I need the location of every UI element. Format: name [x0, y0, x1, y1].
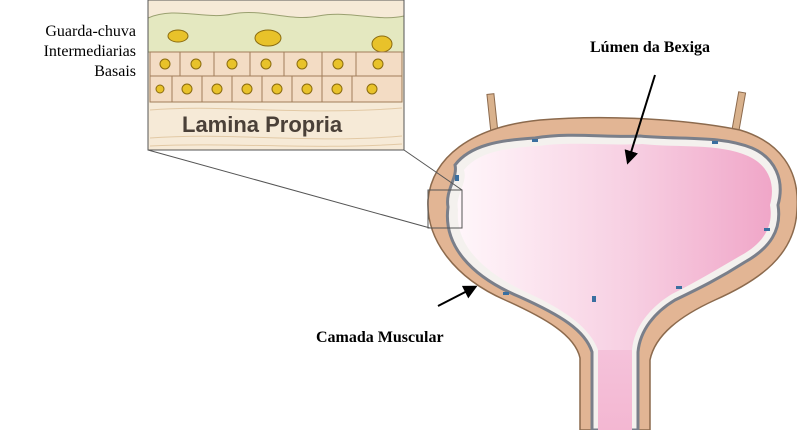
basal-label: Basais — [94, 63, 136, 80]
lamina-propria-label: Lamina Propria — [182, 112, 343, 137]
muscle-label: Camada Muscular — [316, 329, 444, 346]
umbrella-nucleus — [255, 30, 281, 46]
intermediate-basal-cells — [150, 52, 402, 102]
umbrella-nucleus — [168, 30, 188, 42]
intermediate-label: Intermediarias — [44, 43, 136, 60]
magnified-inset: Lamina Propria — [148, 0, 404, 150]
right-ureter — [731, 92, 745, 135]
umbrella-nucleus — [372, 36, 392, 52]
umbrella-label: Guarda-chuva — [45, 23, 136, 40]
lumen-label: Lúmen da Bexiga — [590, 39, 710, 56]
muscle-arrow — [438, 287, 475, 306]
zoom-connector — [148, 150, 462, 228]
urethra-lumen — [598, 350, 632, 430]
